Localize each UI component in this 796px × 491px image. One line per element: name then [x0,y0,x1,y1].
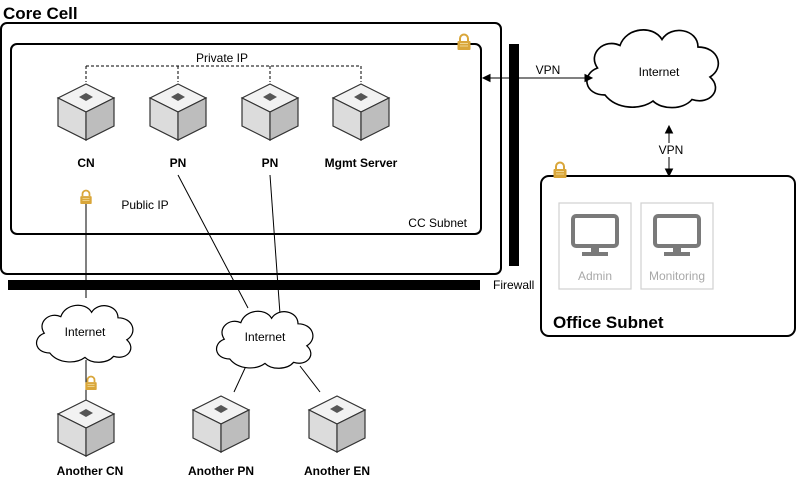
private-ip-label: Private IP [196,51,248,65]
admin-label: Admin [578,269,612,283]
another-pn-server-icon [192,395,250,453]
core-cell-title: Core Cell [3,4,78,23]
vpn-horizontal-arrow [481,73,594,83]
mgmt-server-label: Mgmt Server [325,156,398,170]
vpn-horizontal-label: VPN [536,63,561,77]
internet-middle-label: Internet [245,330,286,344]
office-subnet-lock-icon [552,161,568,180]
public-ip-label: Public IP [121,198,168,212]
another-cn-server-icon [57,399,115,457]
vpn-vertical-label: VPN [659,143,684,157]
pn1-label: PN [170,156,187,170]
internet-top-label: Internet [639,65,680,79]
cc-subnet-label: CC Subnet [408,216,467,230]
office-subnet-title: Office Subnet [553,313,664,332]
firewall-vertical [509,44,519,266]
another-cn-lock-icon [84,375,98,392]
private-ip-bus [85,65,362,82]
firewall-label: Firewall [493,278,534,292]
another-cn-label: Another CN [57,464,124,478]
internet-left-label: Internet [65,325,106,339]
another-en-server-icon [308,395,366,453]
monitoring-label: Monitoring [649,269,705,283]
another-en-label: Another EN [304,464,370,478]
pn2-label: PN [262,156,279,170]
another-pn-label: Another PN [188,464,254,478]
cc-subnet-box [10,43,482,235]
firewall-horizontal [8,280,480,290]
cn-label: CN [77,156,94,170]
